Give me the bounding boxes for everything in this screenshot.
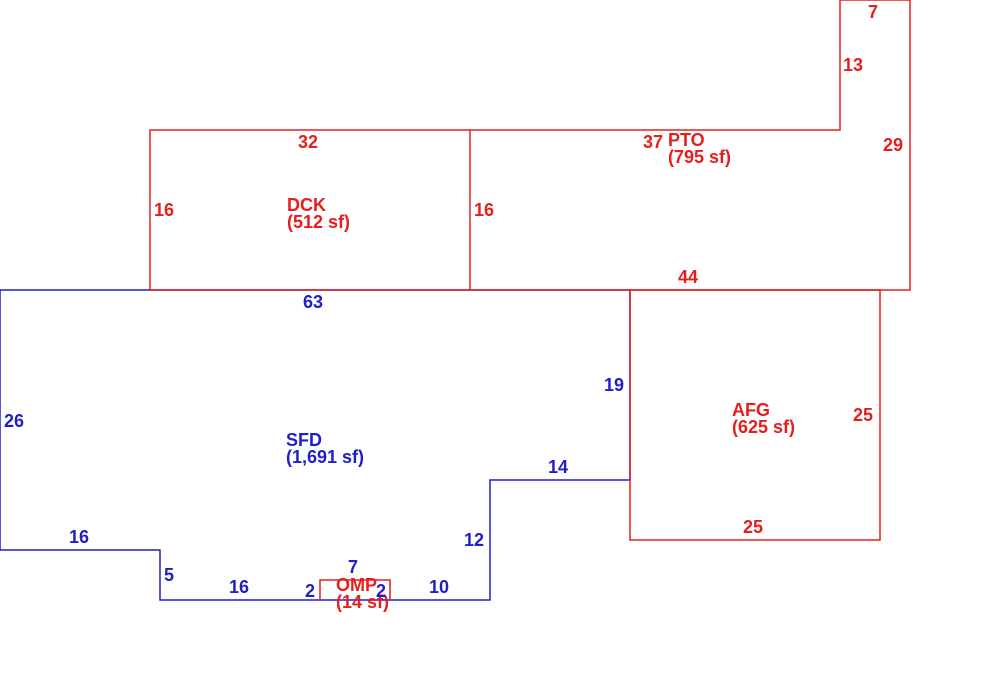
afg-dim-right: 25 xyxy=(853,405,873,425)
sfd-dim-notch-top: 14 xyxy=(548,457,568,477)
sfd-dim-left: 26 xyxy=(4,411,24,431)
afg-outline xyxy=(629,289,881,541)
omp-label: OMP xyxy=(336,575,377,595)
omp-outline xyxy=(319,579,391,600)
pto-dim-tab-top: 7 xyxy=(868,2,878,22)
pto-dim-tab-side: 13 xyxy=(843,55,863,75)
dck-outline xyxy=(149,129,471,291)
sfd-dim-bottom-mid: 16 xyxy=(229,577,249,597)
dck-dim-top: 32 xyxy=(298,132,318,152)
pto-area: (795 sf) xyxy=(668,147,731,167)
sfd-area: (1,691 sf) xyxy=(286,447,364,467)
sfd-dim-bottom-right: 10 xyxy=(429,577,449,597)
afg-area: (625 sf) xyxy=(732,417,795,437)
omp-area: (14 sf) xyxy=(336,592,389,612)
sfd-label: SFD xyxy=(286,430,322,450)
dck-dim-right: 16 xyxy=(474,200,494,220)
sfd-dim-porch-top: 7 xyxy=(348,557,358,577)
pto-dim-top: 37 xyxy=(643,132,663,152)
sfd-dim-right: 19 xyxy=(604,375,624,395)
afg-dim-bottom: 25 xyxy=(743,517,763,537)
sfd-dim-notch-right: 12 xyxy=(464,530,484,550)
dck-label: DCK xyxy=(287,195,326,215)
pto-dim-right: 29 xyxy=(883,135,903,155)
sfd-dim-porch-right: 2 xyxy=(376,581,386,601)
sfd-dim-top: 63 xyxy=(303,292,323,312)
sfd-dim-bottom-left: 16 xyxy=(69,527,89,547)
pto-dim-bottom: 44 xyxy=(678,267,698,287)
pto-label: PTO xyxy=(668,130,705,150)
sfd-dim-step: 5 xyxy=(164,565,174,585)
dck-area: (512 sf) xyxy=(287,212,350,232)
dck-dim-left: 16 xyxy=(154,200,174,220)
sfd-dim-porch-left: 2 xyxy=(305,581,315,601)
afg-label: AFG xyxy=(732,400,770,420)
